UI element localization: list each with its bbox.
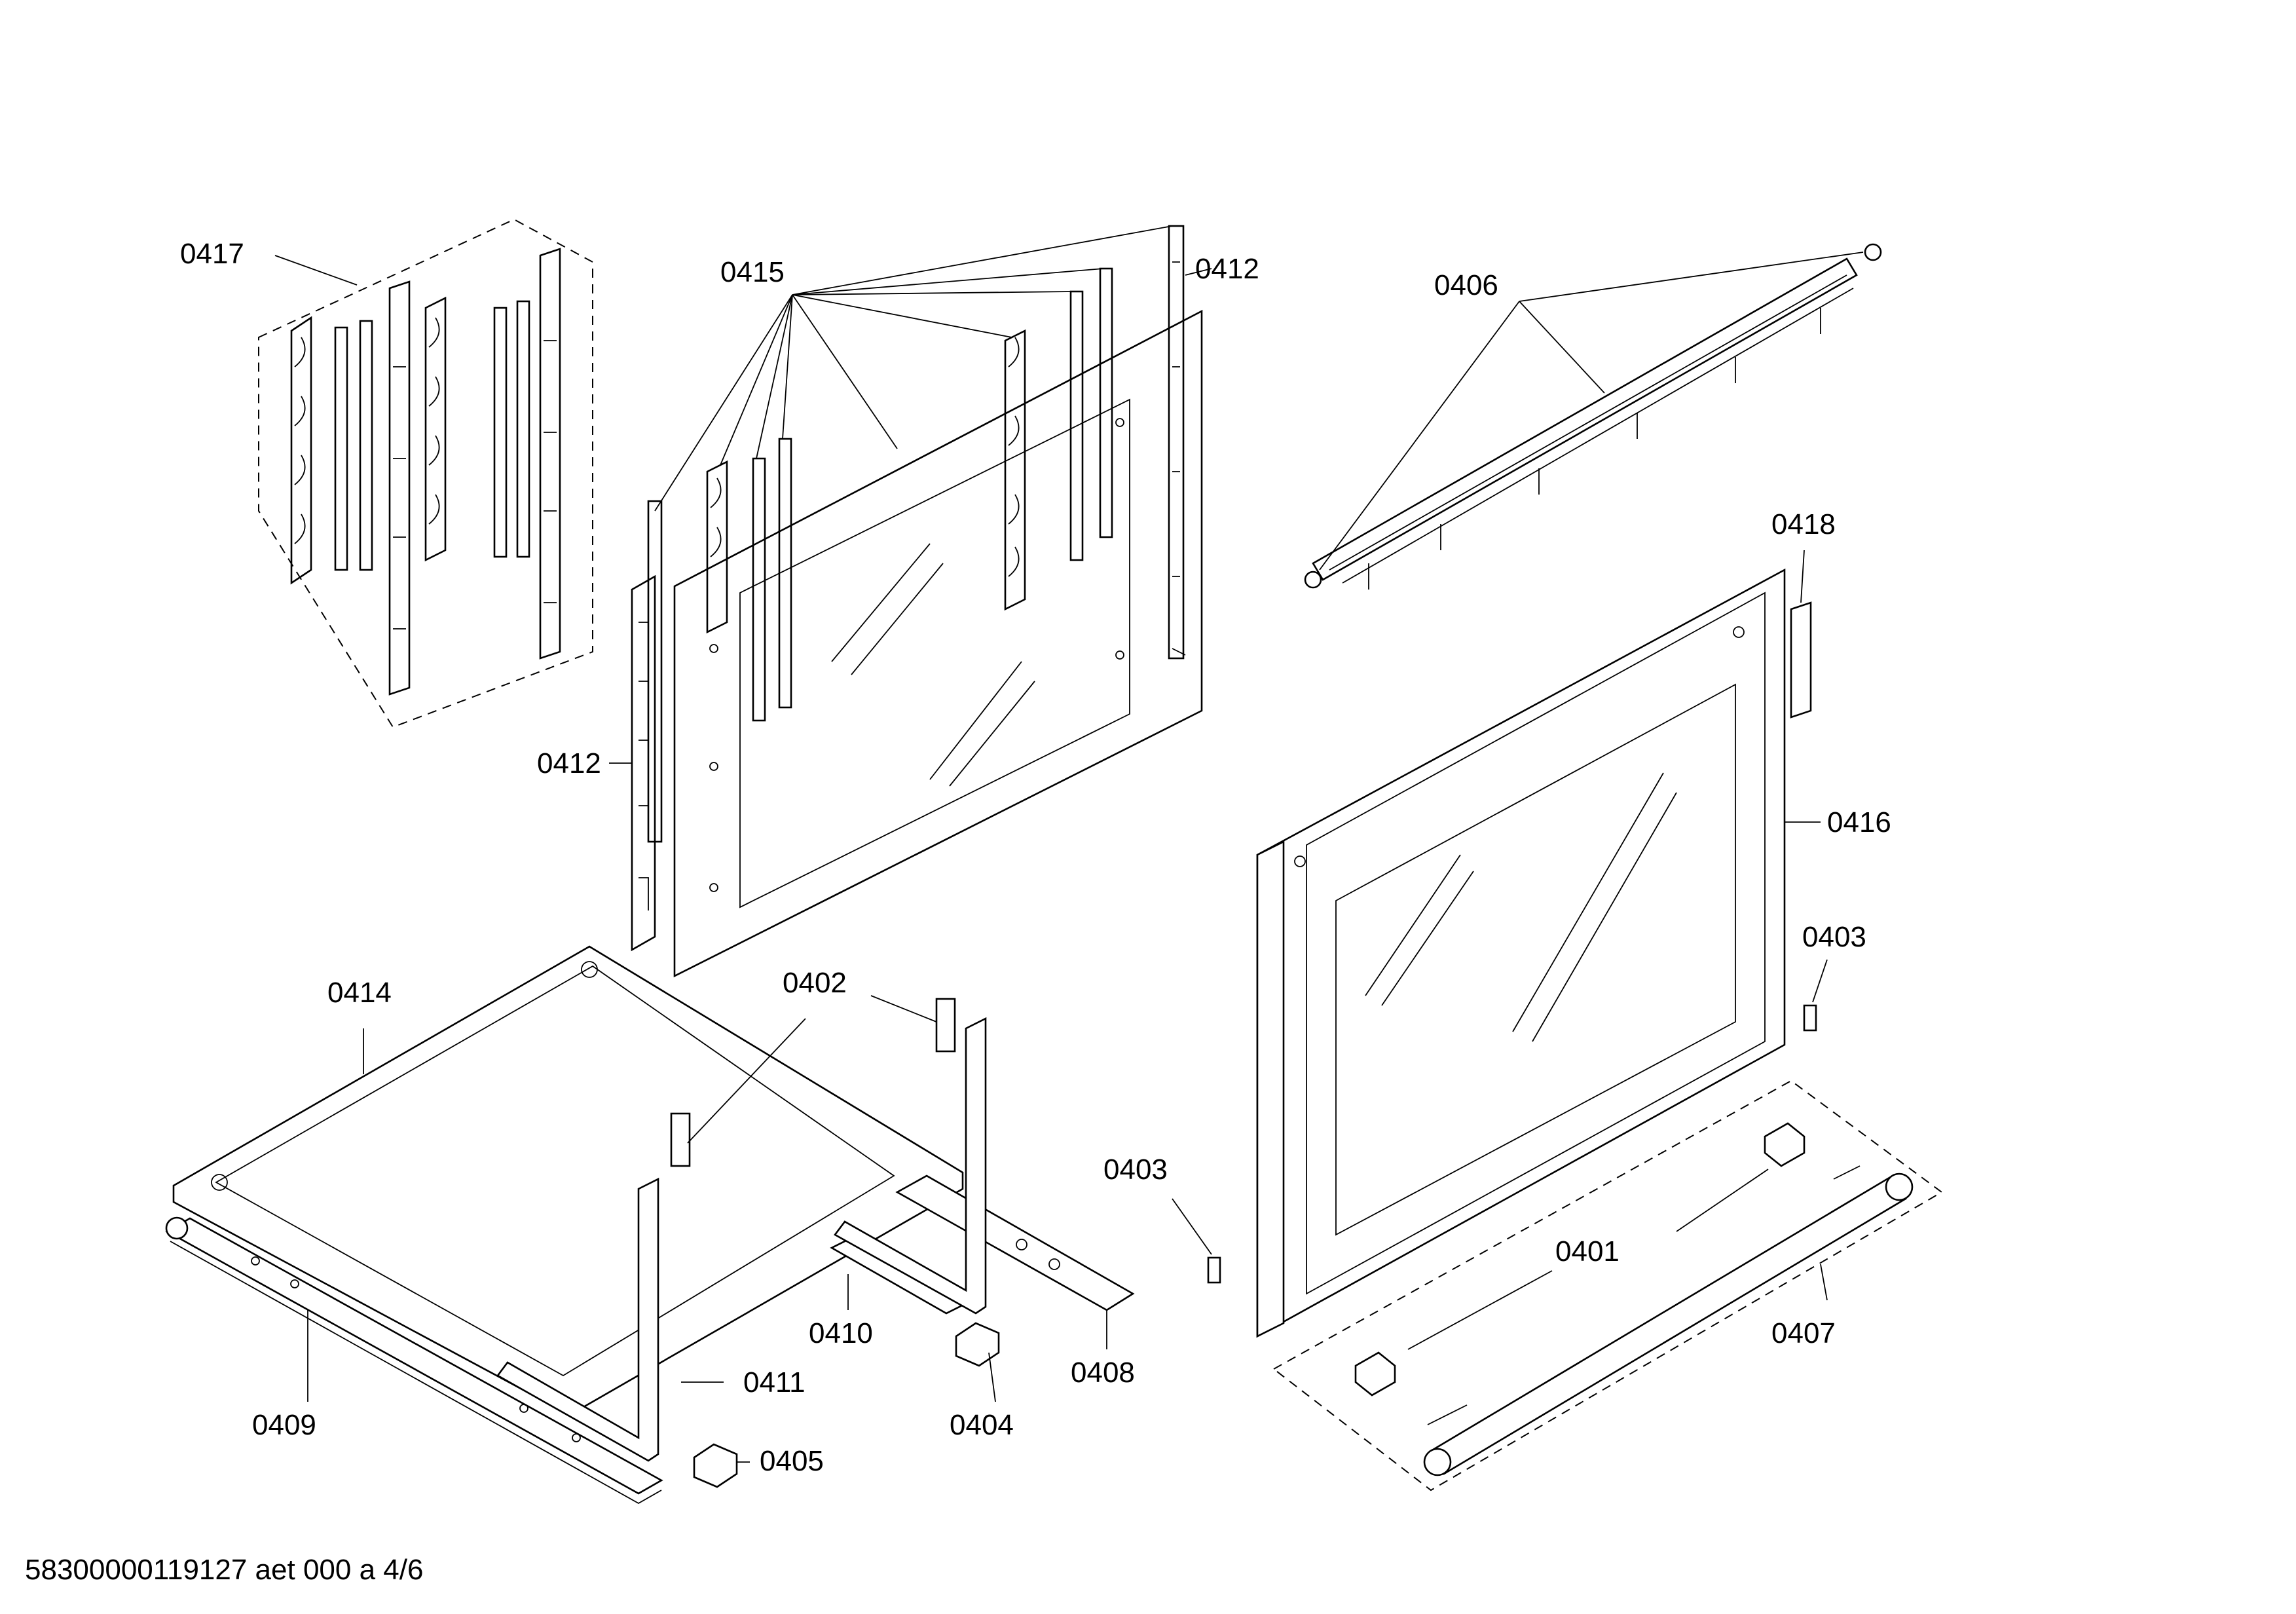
leader-0415 <box>654 225 1173 512</box>
part-labels: 0417 0415 0412 0406 0418 0412 0416 0403 … <box>180 238 1891 1477</box>
label-0418: 0418 <box>1771 508 1836 540</box>
leader-0402-a <box>687 1018 806 1144</box>
leader-0407 <box>1820 1264 1828 1301</box>
label-0410: 0410 <box>809 1317 873 1349</box>
label-0401: 0401 <box>1555 1235 1620 1267</box>
leader-0417 <box>274 255 358 286</box>
outer-door <box>1172 550 1828 1338</box>
shelf-support-rail-set <box>258 218 593 728</box>
mounting-brackets <box>670 995 956 1167</box>
top-panel <box>172 945 964 1416</box>
document-id: 58300000119127 aet 000 a 4/6 <box>25 1554 424 1586</box>
label-0402: 0402 <box>783 967 847 999</box>
label-0416: 0416 <box>1827 806 1891 838</box>
door-clip-right <box>1803 1004 1817 1032</box>
leader-0418 <box>1800 550 1805 603</box>
leader-0406 <box>1319 252 1864 571</box>
small-clips <box>693 1322 1000 1488</box>
handle-bracket-right <box>1764 1122 1805 1167</box>
door-handle-assembly <box>1272 1079 1943 1492</box>
label-0412-left: 0412 <box>537 747 601 779</box>
door-hinge-bar <box>1304 243 1882 590</box>
handle-bracket-left <box>1354 1351 1396 1397</box>
label-0404: 0404 <box>950 1409 1014 1441</box>
leader-0403-left <box>1172 1198 1212 1255</box>
clip-0404 <box>955 1322 1000 1367</box>
label-0406: 0406 <box>1434 269 1498 301</box>
leader-0404 <box>988 1352 996 1402</box>
label-0411: 0411 <box>743 1366 805 1398</box>
label-0408: 0408 <box>1071 1357 1135 1389</box>
label-0407: 0407 <box>1771 1317 1836 1349</box>
clip-0405 <box>693 1443 738 1488</box>
label-0403-right: 0403 <box>1802 921 1866 953</box>
label-0414: 0414 <box>327 977 392 1009</box>
leader-0403-right <box>1812 959 1828 1003</box>
label-0405: 0405 <box>760 1445 824 1477</box>
inner-glass-pane-assembly <box>609 225 1212 978</box>
side-rails <box>165 1017 1135 1505</box>
leader-0412-top <box>1185 268 1212 276</box>
leader-0402-b <box>870 995 937 1023</box>
leader-0401-b <box>1676 1169 1769 1232</box>
door-trim-strip <box>1790 601 1812 719</box>
label-0412-top: 0412 <box>1195 253 1259 285</box>
label-0409: 0409 <box>252 1409 316 1441</box>
door-clip-left <box>1207 1256 1221 1284</box>
label-0415: 0415 <box>720 256 785 288</box>
label-0417: 0417 <box>180 238 244 270</box>
leader-0401-a <box>1407 1270 1553 1350</box>
label-0403-left: 0403 <box>1103 1154 1168 1186</box>
